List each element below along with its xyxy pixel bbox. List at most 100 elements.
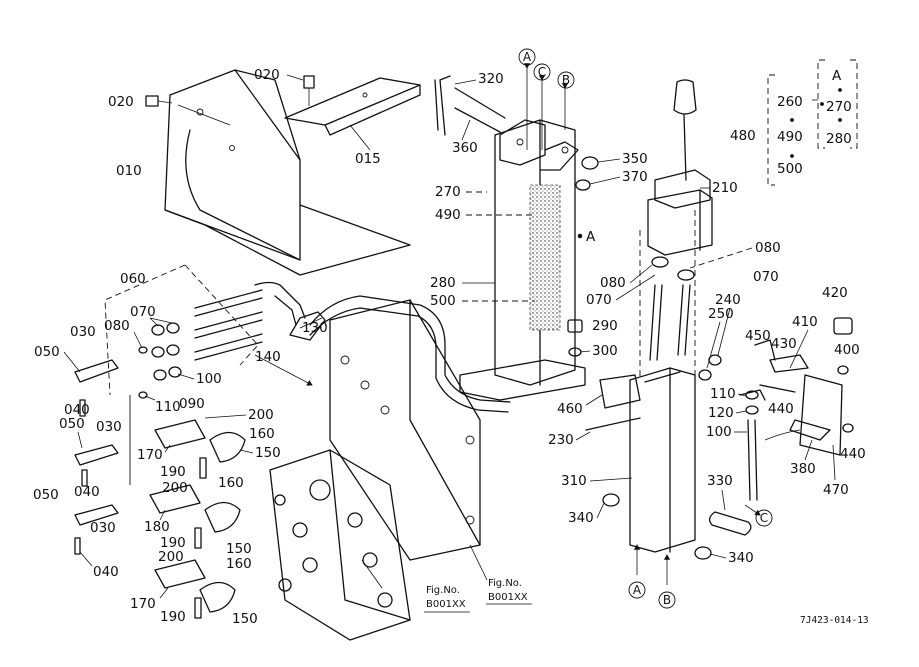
part-label-280: 280 [430,275,456,291]
part-label-160-mid: 160 [218,475,244,491]
part-label-460: 460 [557,401,583,417]
part-label-380: 380 [790,461,816,477]
part-labels: 020 020 010 015 320 360 350 370 270 490 … [33,67,866,627]
part-label-330: 330 [707,473,733,489]
part-label-030-bottom: 030 [90,520,116,536]
part-label-120: 120 [708,405,734,421]
part-label-100-left: 100 [196,371,222,387]
options-right-header: A [832,68,842,84]
part-label-020-left: 020 [108,94,134,110]
part-label-340-right: 340 [728,550,754,566]
part-label-070-mid: 070 [586,292,612,308]
part-label-340-left: 340 [568,510,594,526]
part-label-440-mid: 440 [768,401,794,417]
part-label-270: 270 [435,184,461,200]
part-label-090: 090 [179,396,205,412]
part-label-210: 210 [712,180,738,196]
options-right-item-2: 280 [826,131,852,147]
callout-b-top: B [557,71,575,89]
part-label-060: 060 [120,271,146,287]
part-label-440-right: 440 [840,446,866,462]
part-label-490: 490 [435,207,461,223]
figure-ref-2-code: B001XX [488,592,528,603]
part-label-080-mid: 080 [600,275,626,291]
part-label-180: 180 [144,519,170,535]
options-left-item-2: 490 [777,129,803,145]
part-label-300: 300 [592,343,618,359]
part-label-160-bottom: 160 [226,556,252,572]
part-label-200-bottom: 200 [158,549,184,565]
part-label-360: 360 [452,140,478,156]
part-label-350: 350 [622,151,648,167]
figure-ref-2-label: Fig.No. [488,578,522,589]
pin-330-shape [708,511,752,536]
lever-bracket-280-shape [459,119,586,401]
part-label-015: 015 [355,151,381,167]
callout-c-top-text: C [538,65,546,79]
callout-a-bottom: A [628,581,646,599]
callout-b-bottom-text: B [663,593,671,607]
valve-plate-shape [329,299,481,561]
part-label-080-left: 080 [104,318,130,334]
figure-ref-1-code: B001XX [426,599,466,610]
part-label-030-mid: 030 [96,419,122,435]
options-table: 480 260 490 500 A 270 280 [730,59,858,186]
part-label-240: 240 [715,292,741,308]
part-label-050-bottom: 050 [33,487,59,503]
part-label-450: 450 [745,328,771,344]
part-label-500: 500 [430,293,456,309]
part-label-100-right: 100 [706,424,732,440]
part-label-320: 320 [478,71,504,87]
callout-b-top-text: B [562,73,570,87]
valve-stem-shape [745,390,801,501]
part-label-040-mid: 040 [74,484,100,500]
link-rods-060-shape [104,264,326,399]
part-label-470: 470 [823,482,849,498]
pipes-shape [254,281,511,413]
callout-c-bottom: C [755,509,773,527]
part-label-170-top: 170 [137,447,163,463]
lever-housing-310-shape [585,210,712,560]
links-clevises-shape [74,359,246,619]
switch-bracket-380-shape [739,317,854,456]
part-label-410: 410 [792,314,818,330]
part-label-030-top: 030 [70,324,96,340]
part-label-400: 400 [834,342,860,358]
part-label-150-mid: 150 [226,541,252,557]
figure-ref-2: Fig.No. B001XX [469,544,532,605]
plate-015-shape [284,77,421,136]
control-lever-210-shape [647,79,713,281]
rods-under-lever-shape [649,284,691,361]
part-label-150-top: 150 [255,445,281,461]
part-label-140: 140 [255,349,281,365]
side-marker-a: A [577,229,596,245]
part-label-010: 010 [116,163,142,179]
callout-c-top: C [533,63,551,81]
callout-b-bottom: B [658,591,676,609]
part-label-070-right: 070 [753,269,779,285]
part-label-130: 130 [302,320,328,336]
part-label-310: 310 [561,473,587,489]
part-label-080-right: 080 [755,240,781,256]
part-label-040-top: 040 [64,402,90,418]
part-label-070-left: 070 [130,304,156,320]
part-label-200-mid: 200 [162,480,188,496]
part-label-290: 290 [592,318,618,334]
part-label-230: 230 [548,432,574,448]
options-right-item-1: 270 [826,99,852,115]
options-left-item-3: 500 [777,161,803,177]
part-label-200-top: 200 [248,407,274,423]
part-label-020-top: 020 [254,67,280,83]
figure-ref-1: Fig.No. B001XX [361,559,470,613]
part-label-250: 250 [708,306,734,322]
part-label-160-top: 160 [249,426,275,442]
part-label-110-right: 110 [710,386,736,402]
callout-a-top: A [518,48,536,66]
part-label-050-mid: 050 [59,416,85,432]
side-marker-a-text: A [586,229,596,245]
part-label-110-left: 110 [155,399,181,415]
nuts-350-370-shape [575,156,599,191]
part-label-050-top: 050 [34,344,60,360]
callout-c-bottom-text: C [760,511,768,525]
